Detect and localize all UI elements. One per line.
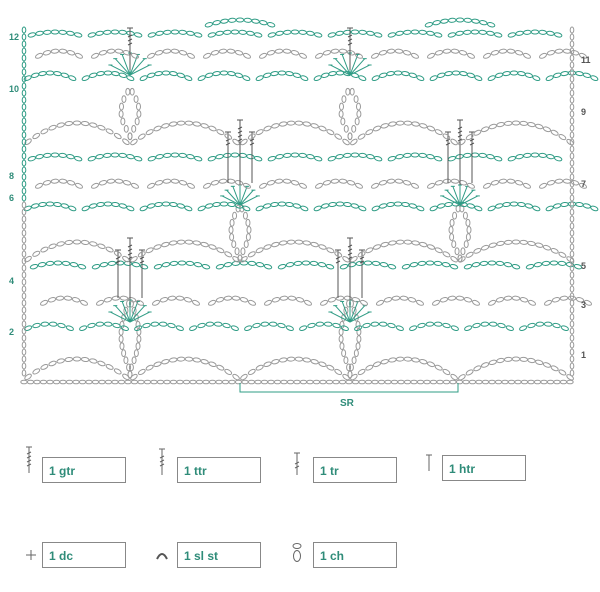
crochet-chart [20,17,599,393]
row-number-2: 2 [9,327,15,337]
slst-icon [156,553,168,560]
legend-gtr-label: 1 gtr [49,464,76,478]
legend-dc-label: 1 dc [49,549,74,563]
legend-dc: 1 dc [20,540,130,572]
legend-ch-label: 1 ch [320,549,345,563]
tr-icon [294,452,300,475]
row-number-7: 7 [581,179,587,189]
legend-ttr: 1 ttr [155,445,265,485]
legend-ttr-label: 1 ttr [184,464,207,478]
gtr-icon [26,446,32,473]
row-number-3: 3 [581,300,587,310]
row-number-4: 4 [9,276,15,286]
legend-gtr: 1 gtr [20,445,130,485]
legend-tr-label: 1 tr [320,464,339,478]
legend-tr: 1 tr [290,445,400,485]
stitch-repeat-label: SR [340,398,354,409]
htr-icon [426,454,432,471]
ttr-icon [159,448,165,475]
dc-icon [26,550,36,560]
row-number-5: 5 [581,261,587,271]
row-number-9: 9 [581,107,587,117]
row-number-1: 1 [581,350,587,360]
legend-ch: 1 ch [290,540,400,572]
legend-slst: 1 sl st [152,540,262,572]
legend-htr-label: 1 htr [449,462,476,476]
row-number-8: 8 [9,171,15,181]
row-number-10: 10 [9,84,20,94]
legend-slst-label: 1 sl st [184,549,219,563]
row-number-6: 6 [9,193,15,203]
row-number-11: 11 [581,55,591,65]
row-number-12: 12 [9,32,20,42]
ch-icon [292,543,302,562]
legend-htr: 1 htr [422,445,532,485]
